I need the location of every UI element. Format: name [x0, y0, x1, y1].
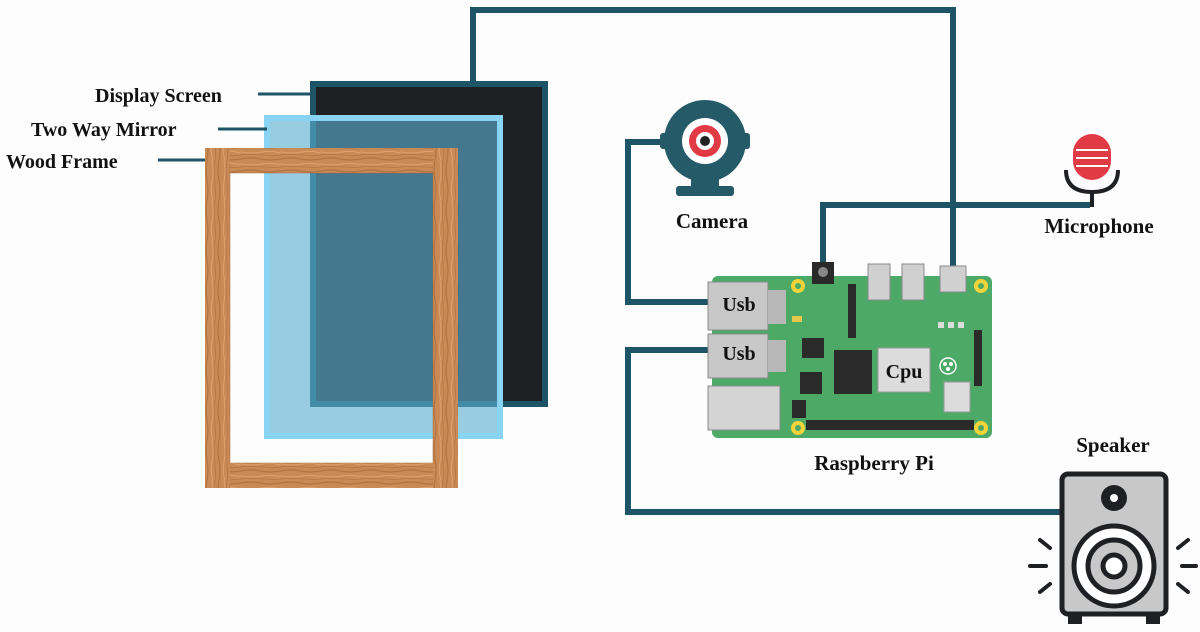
layer-labels: Display Screen Two Way Mirror Wood Frame	[6, 85, 313, 173]
two-way-mirror-label: Two Way Mirror	[31, 119, 177, 141]
usb-top-label: Usb	[722, 294, 755, 316]
microphone-label: Microphone	[1044, 214, 1153, 238]
display-wire	[470, 7, 956, 270]
raspberry-pi-board	[707, 262, 992, 438]
microphone-wire	[820, 202, 1090, 270]
speaker-wire	[625, 347, 1060, 515]
microphone-icon	[1064, 134, 1120, 207]
camera-wire	[625, 139, 712, 305]
wires	[470, 7, 1090, 515]
wood-frame-label: Wood Frame	[6, 151, 118, 173]
frame-stack	[205, 81, 548, 488]
camera-icon	[660, 100, 750, 196]
wood-frame-layer	[205, 148, 458, 488]
speaker-label: Speaker	[1076, 433, 1150, 457]
display-screen-label: Display Screen	[95, 85, 222, 107]
raspberry-pi-label: Raspberry Pi	[814, 451, 934, 475]
cpu-label: Cpu	[886, 361, 923, 383]
camera-label: Camera	[676, 209, 749, 233]
usb-bottom-label: Usb	[722, 343, 755, 365]
speaker-icon	[1028, 471, 1198, 624]
